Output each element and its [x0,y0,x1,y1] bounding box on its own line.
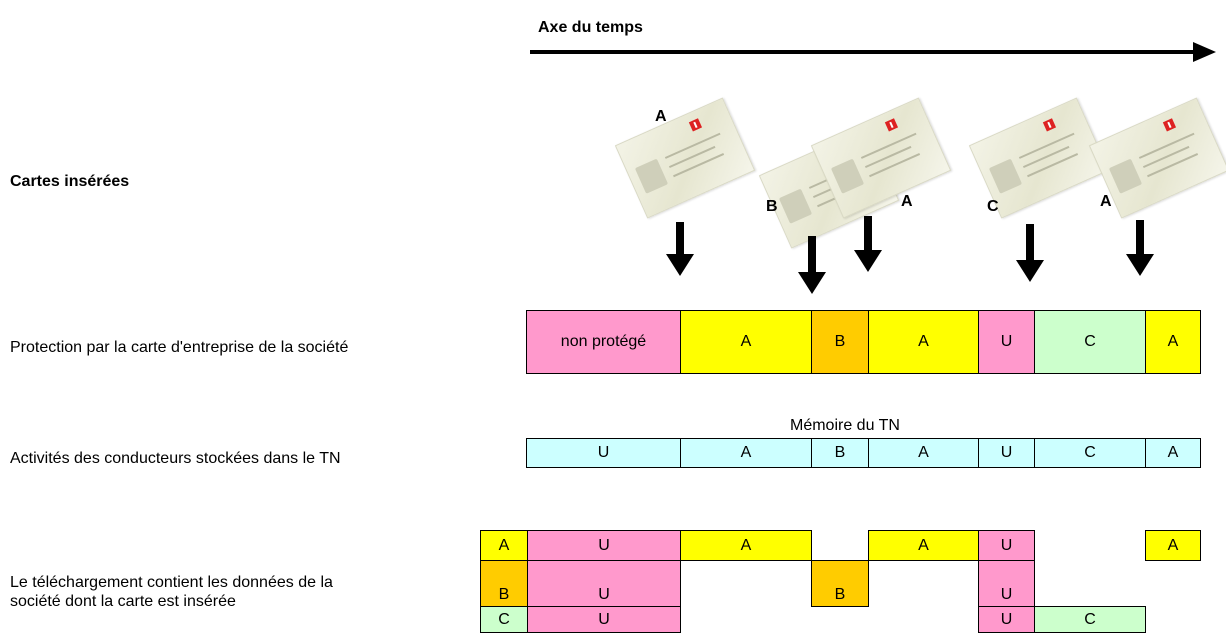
memory-segment: U [526,438,681,468]
row-label-download: Le téléchargement contient les données d… [10,573,333,611]
down-arrow-icon [854,216,882,272]
card-letter: A [1100,193,1112,210]
card-letter: A [655,108,667,125]
download-segment: A [1145,530,1201,561]
down-arrow-icon [1016,224,1044,282]
memory-segment: A [680,438,812,468]
download-segment-label: B [498,586,510,603]
download-segment: U [978,560,1035,607]
protection-segment: C [1034,310,1146,374]
card-letter: B [766,198,778,215]
download-segment: U [527,560,681,607]
time-axis-arrow [530,42,1216,62]
down-arrow-icon [798,236,826,294]
memory-title: Mémoire du TN [790,417,900,434]
protection-segment: A [868,310,979,374]
download-segment: C [1034,606,1146,633]
download-segment: A [868,530,979,561]
download-segment: A [680,530,812,561]
download-segment: B [811,560,869,607]
download-segment: B [480,560,528,607]
card-letter: C [987,198,999,215]
down-arrow-icon [666,222,694,276]
download-segment: U [527,606,681,633]
memory-segment: U [978,438,1035,468]
download-segment-label: U [1000,586,1013,603]
download-segment: C [480,606,528,633]
download-segment-label: U [598,586,610,603]
download-segment: U [978,606,1035,633]
download-segment: U [978,530,1035,561]
row-label-download-line1: Le téléchargement contient les données d… [10,574,333,591]
download-segment: A [480,530,528,561]
card-image [614,97,756,219]
time-axis-label: Axe du temps [538,19,643,36]
row-label-cards: Cartes insérées [10,173,130,190]
protection-segment: A [680,310,812,374]
down-arrow-icon [1126,220,1154,276]
memory-segment: B [811,438,869,468]
memory-segment: A [868,438,979,468]
memory-segment: A [1145,438,1201,468]
protection-segment: B [811,310,869,374]
download-segment-label: B [834,586,846,603]
row-label-activities: Activités des conducteurs stockées dans … [10,450,341,467]
protection-segment: U [978,310,1035,374]
protection-segment: non protégé [526,310,680,374]
protection-segment: A [1145,310,1201,374]
card-letter: A [901,193,913,210]
memory-segment: C [1034,438,1146,468]
download-segment: U [527,530,681,561]
row-label-protection: Protection par la carte d'entreprise de … [10,339,349,356]
row-label-download-line2: société dont la carte est insérée [10,593,236,610]
